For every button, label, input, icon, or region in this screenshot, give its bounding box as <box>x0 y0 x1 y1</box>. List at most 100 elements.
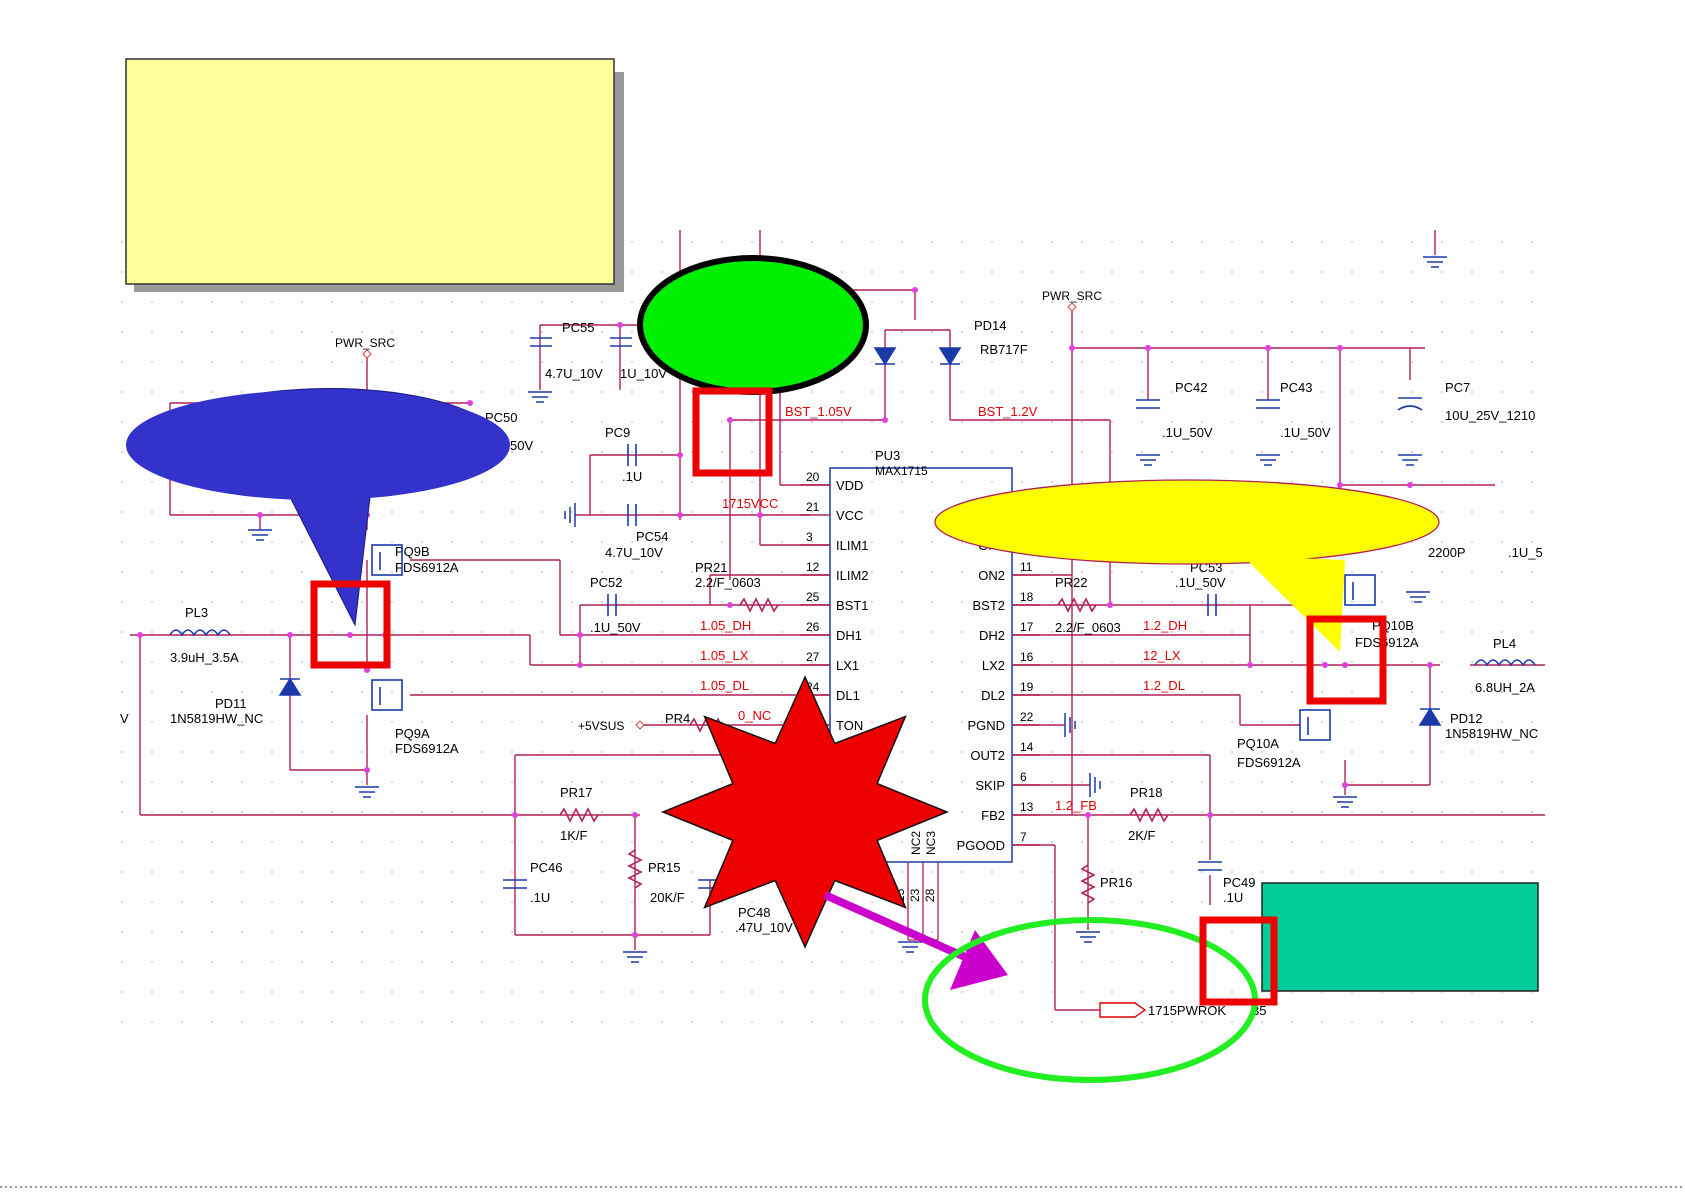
cap-pc46 <box>503 879 527 889</box>
pd12-value: 1N5819HW_NC <box>1445 726 1538 741</box>
ground-icon-8 <box>1256 454 1280 466</box>
ground-icon-12 <box>1406 591 1430 603</box>
net-dh1: 1.05_DH <box>700 618 751 633</box>
pwrok-connector-icon <box>1099 1002 1147 1018</box>
cap-pc55 <box>530 337 552 347</box>
inductor-pl3 <box>169 629 231 637</box>
pd14-ref: PD14 <box>974 318 1007 333</box>
ic-right-pin-number: 11 <box>1020 560 1033 574</box>
ic-part: MAX1715 <box>875 464 928 478</box>
mosfet-pq9a <box>371 679 403 711</box>
cap-pc42 <box>1136 399 1160 409</box>
pwr-src-left-symbol <box>362 349 372 359</box>
pr21-ref: PR21 <box>695 560 728 575</box>
ic-right-pins: 4V+1ON111ON218BST217DH216LX219DL222PGND1… <box>957 500 1040 853</box>
pq9a-value: FDS6912A <box>395 741 459 756</box>
pc56-value: 1U_10V <box>620 366 667 381</box>
ic-right-pin-number: 19 <box>1020 680 1034 694</box>
net-lx2: 12_LX <box>1143 648 1181 663</box>
ic-right-pin-number: 13 <box>1020 800 1034 814</box>
pd12-ref: PD12 <box>1450 711 1483 726</box>
pc52-ref: PC52 <box>590 575 623 590</box>
ground-icon-2 <box>528 391 552 403</box>
yellow-bubble-body <box>934 479 1440 565</box>
pd11-value: 1N5819HW_NC <box>170 711 263 726</box>
ground-icon-4 <box>623 951 647 963</box>
cap-pc52 <box>607 594 617 616</box>
ic-right-pin-name: ON2 <box>978 568 1005 583</box>
pd11-ref: PD11 <box>215 696 247 711</box>
cap-pc49 <box>1198 861 1222 871</box>
note-box <box>125 58 615 285</box>
mosfet-pq10b <box>1344 574 1376 606</box>
ic-right-pin-number: 16 <box>1020 650 1034 664</box>
ground-icon-1 <box>248 529 272 541</box>
green-oval-callout <box>637 255 869 395</box>
cap-pc53 <box>1207 594 1217 616</box>
pd14-value: RB717F <box>980 342 1028 357</box>
mosfet-pq10a <box>1299 709 1331 741</box>
magenta-arrowhead-icon <box>950 930 1008 990</box>
net-lx1: 1.05_LX <box>700 648 749 663</box>
pc54-value: 4.7U_10V <box>605 545 663 560</box>
pc43-value: .1U_50V <box>1280 425 1331 440</box>
ic-right-pin-number: 14 <box>1020 740 1034 754</box>
pwrok-label: 1715PWROK <box>1148 1003 1226 1018</box>
pc52-value: .1U_50V <box>590 620 641 635</box>
ground-icon-9 <box>1398 454 1422 466</box>
ic-right-pin-name: BST2 <box>972 598 1005 613</box>
ic-right-pin-number: 17 <box>1020 620 1034 634</box>
ic-left-pin-number: 12 <box>806 560 820 574</box>
net-dl2: 1.2_DL <box>1143 678 1185 693</box>
nc2-label: NC2 <box>909 831 923 855</box>
pq10a-value: FDS6912A <box>1237 755 1301 770</box>
ground-icon-7 <box>1136 454 1160 466</box>
pc46-ref: PC46 <box>530 860 563 875</box>
pc7-ref: PC7 <box>1445 380 1470 395</box>
ic-right-pin-name: SKIP <box>975 778 1005 793</box>
pc42-ref: PC42 <box>1175 380 1208 395</box>
ground-icon-11 <box>1423 256 1447 268</box>
ic-right-pin-number: 7 <box>1020 830 1027 844</box>
ic-bottom-pin-23: 23 <box>908 888 922 902</box>
pc53-value: .1U_50V <box>1175 575 1226 590</box>
diode-pd11 <box>278 677 302 696</box>
net-bst2: BST_1.2V <box>978 404 1038 419</box>
ic-left-pin-number: 3 <box>806 530 813 544</box>
pc7-value: 10U_25V_1210 <box>1445 408 1535 423</box>
pq10b-value: FDS6912A <box>1355 635 1419 650</box>
pc55-value: 4.7U_10V <box>545 366 603 381</box>
pl4-value: 6.8UH_2A <box>1475 680 1535 695</box>
pl4-ref: PL4 <box>1493 636 1516 651</box>
ic-left-pin-number: 25 <box>806 590 820 604</box>
magenta-arrow <box>823 891 992 972</box>
pwr-src-right: PWR_SRC <box>1042 289 1102 303</box>
pr21-value: 2.2/F_0603 <box>695 575 761 590</box>
ic-left-pins: 20VDD21VCC3ILIM112ILIM225BST126DH127LX12… <box>800 470 869 733</box>
pr16-ref: PR16 <box>1100 875 1133 890</box>
pc50-value: 50V <box>510 438 533 453</box>
inductor-pl4 <box>1474 659 1536 667</box>
cap-pc54 <box>627 504 637 526</box>
diode-pd14 <box>873 347 962 366</box>
ic-right-pin-name: PGND <box>967 718 1005 733</box>
ic-left-pin-number: 20 <box>806 470 820 484</box>
junction-dots <box>137 287 1433 938</box>
left-edge-label: V <box>120 711 129 726</box>
ic-ref: PU3 <box>875 448 900 463</box>
resistor-pr22 <box>1057 597 1097 613</box>
ground-icon-15 <box>564 503 576 527</box>
pr15-value: 20K/F <box>650 890 685 905</box>
pc9-value: .1U <box>622 469 642 484</box>
ic-left-pin-name: VCC <box>836 508 863 523</box>
pl3-ref: PL3 <box>185 605 208 620</box>
resistor-pr21 <box>739 597 779 613</box>
net-vcc: 1715VCC <box>722 496 778 511</box>
ic-bottom-pin-28: 28 <box>923 888 937 902</box>
cap-pc56 <box>610 337 632 347</box>
net-dl1: 1.05_DL <box>700 678 749 693</box>
ground-icon-5 <box>898 941 922 953</box>
pq9b-ref: PQ9B <box>395 544 430 559</box>
ic-right-pin-number: 22 <box>1020 710 1034 724</box>
ic-right-pin-number: 6 <box>1020 770 1027 784</box>
